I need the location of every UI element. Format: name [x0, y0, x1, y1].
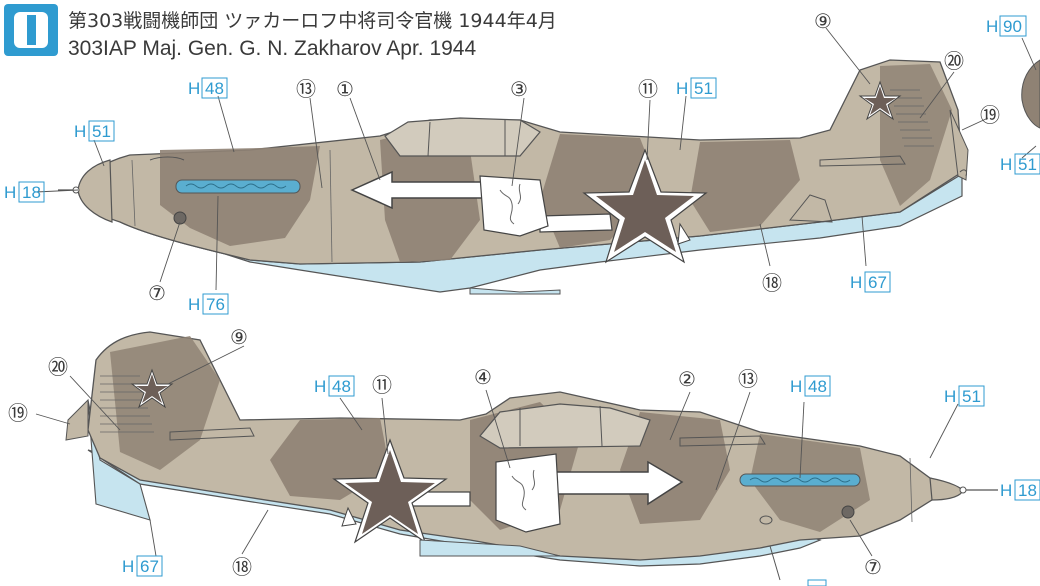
svg-text:67: 67 [868, 273, 887, 292]
svg-text:H: H [676, 79, 688, 98]
svg-text:18: 18 [1018, 481, 1037, 500]
callout-13: ⑬ [738, 367, 758, 391]
camo-patch [110, 336, 220, 470]
svg-text:67: 67 [140, 557, 159, 576]
top-numbered-callouts: ⑬ ① ③ ⑪ ⑨ ⑳ ⑲ ⑦ ⑱ [148, 9, 1000, 305]
callout-9: ⑨ [230, 325, 248, 349]
label-h51-bottom: H 51 [944, 385, 985, 407]
label-h67-bottom: H 67 [122, 555, 163, 577]
callout-20: ⑳ [48, 355, 68, 379]
label-h76-top: H 76 [188, 293, 229, 315]
label-h51-top-b: H 51 [74, 120, 115, 142]
callout-19: ⑲ [8, 401, 28, 425]
svg-text:H: H [188, 79, 200, 98]
callout-1: ① [336, 77, 354, 101]
profile-number-marker: 1 [4, 4, 58, 56]
callout-13: ⑬ [296, 77, 316, 101]
svg-text:H: H [188, 295, 200, 314]
label-h48-bottom-a: H 48 [314, 375, 355, 397]
label-h51-top-c: H 51 [1000, 153, 1040, 175]
svg-text:18: 18 [22, 183, 41, 202]
callout-3: ③ [510, 77, 528, 101]
leader-lines [35, 27, 1037, 557]
label-h48-bottom-b: H 48 [790, 375, 831, 397]
callout-7: ⑦ [864, 555, 882, 579]
svg-text:51: 51 [962, 387, 981, 406]
svg-text:51: 51 [1018, 155, 1037, 174]
svg-text:H: H [4, 183, 16, 202]
marker-number: 1 [31, 35, 32, 37]
top-callouts: H 90 H 48 H 51 H 51 H 51 H 18 [4, 15, 1040, 315]
badge-emblem [173, 211, 187, 225]
callout-7: ⑦ [148, 281, 166, 305]
label-h90: H 90 [986, 15, 1027, 37]
label-h67-top: H 67 [850, 271, 891, 293]
camo-patch [160, 146, 320, 246]
callout-19: ⑲ [980, 103, 1000, 127]
bottom-callouts: H 48 H 48 H 51 H 18 H 67 [122, 375, 1040, 577]
callout-4: ④ [474, 365, 492, 389]
svg-text:51: 51 [92, 122, 111, 141]
arrow-marking [547, 460, 684, 506]
badge-emblem [841, 505, 855, 519]
callout-18: ⑱ [232, 555, 252, 579]
callout-2: ② [678, 367, 696, 391]
canopy [479, 403, 651, 449]
callout-20: ⑳ [944, 49, 964, 73]
propeller-spinner [77, 159, 113, 223]
svg-text:90: 90 [1003, 17, 1022, 36]
label-h48-top: H 48 [188, 77, 228, 99]
svg-text:H: H [1000, 155, 1012, 174]
propeller-spinner [929, 477, 963, 501]
svg-text:H: H [850, 273, 862, 292]
label-h18-bottom: H 18 [1000, 479, 1040, 501]
label-h51-top-a: H 51 [676, 77, 717, 99]
adjacent-view-fragment [1021, 59, 1040, 129]
title-japanese: 第303戦闘機師団 ツァカーロフ中将司令官機 1944年4月 [68, 10, 557, 32]
svg-text:H: H [790, 377, 802, 396]
bottom-numbered-callouts: ⑨ ⑳ ⑲ ⑪ ④ ② ⑬ ⑱ ⑦ [8, 325, 882, 579]
canopy [384, 117, 541, 157]
svg-text:H: H [1000, 481, 1012, 500]
label-h18-top: H 18 [4, 181, 45, 203]
svg-text:H: H [74, 122, 86, 141]
title-english: 303IAP Maj. Gen. G. N. Zakharov Apr. 194… [68, 37, 476, 60]
aircraft-profile-right-side [65, 331, 998, 586]
callout-11: ⑪ [638, 77, 658, 101]
callout-9: ⑨ [814, 9, 832, 33]
svg-text:H: H [122, 557, 134, 576]
svg-text:48: 48 [205, 79, 224, 98]
svg-text:H: H [314, 377, 326, 396]
exhaust-stacks [175, 179, 301, 194]
svg-text:51: 51 [694, 79, 713, 98]
aircraft-profile-left-side [58, 59, 969, 295]
svg-text:48: 48 [332, 377, 351, 396]
callout-11: ⑪ [372, 373, 392, 397]
svg-text:H: H [944, 387, 956, 406]
callout-18: ⑱ [762, 271, 782, 295]
nose-art-emblem [479, 175, 549, 237]
svg-text:76: 76 [206, 295, 225, 314]
camo-patch [690, 140, 800, 232]
nose-art-emblem [495, 453, 561, 533]
svg-text:48: 48 [808, 377, 827, 396]
svg-text:H: H [986, 17, 998, 36]
